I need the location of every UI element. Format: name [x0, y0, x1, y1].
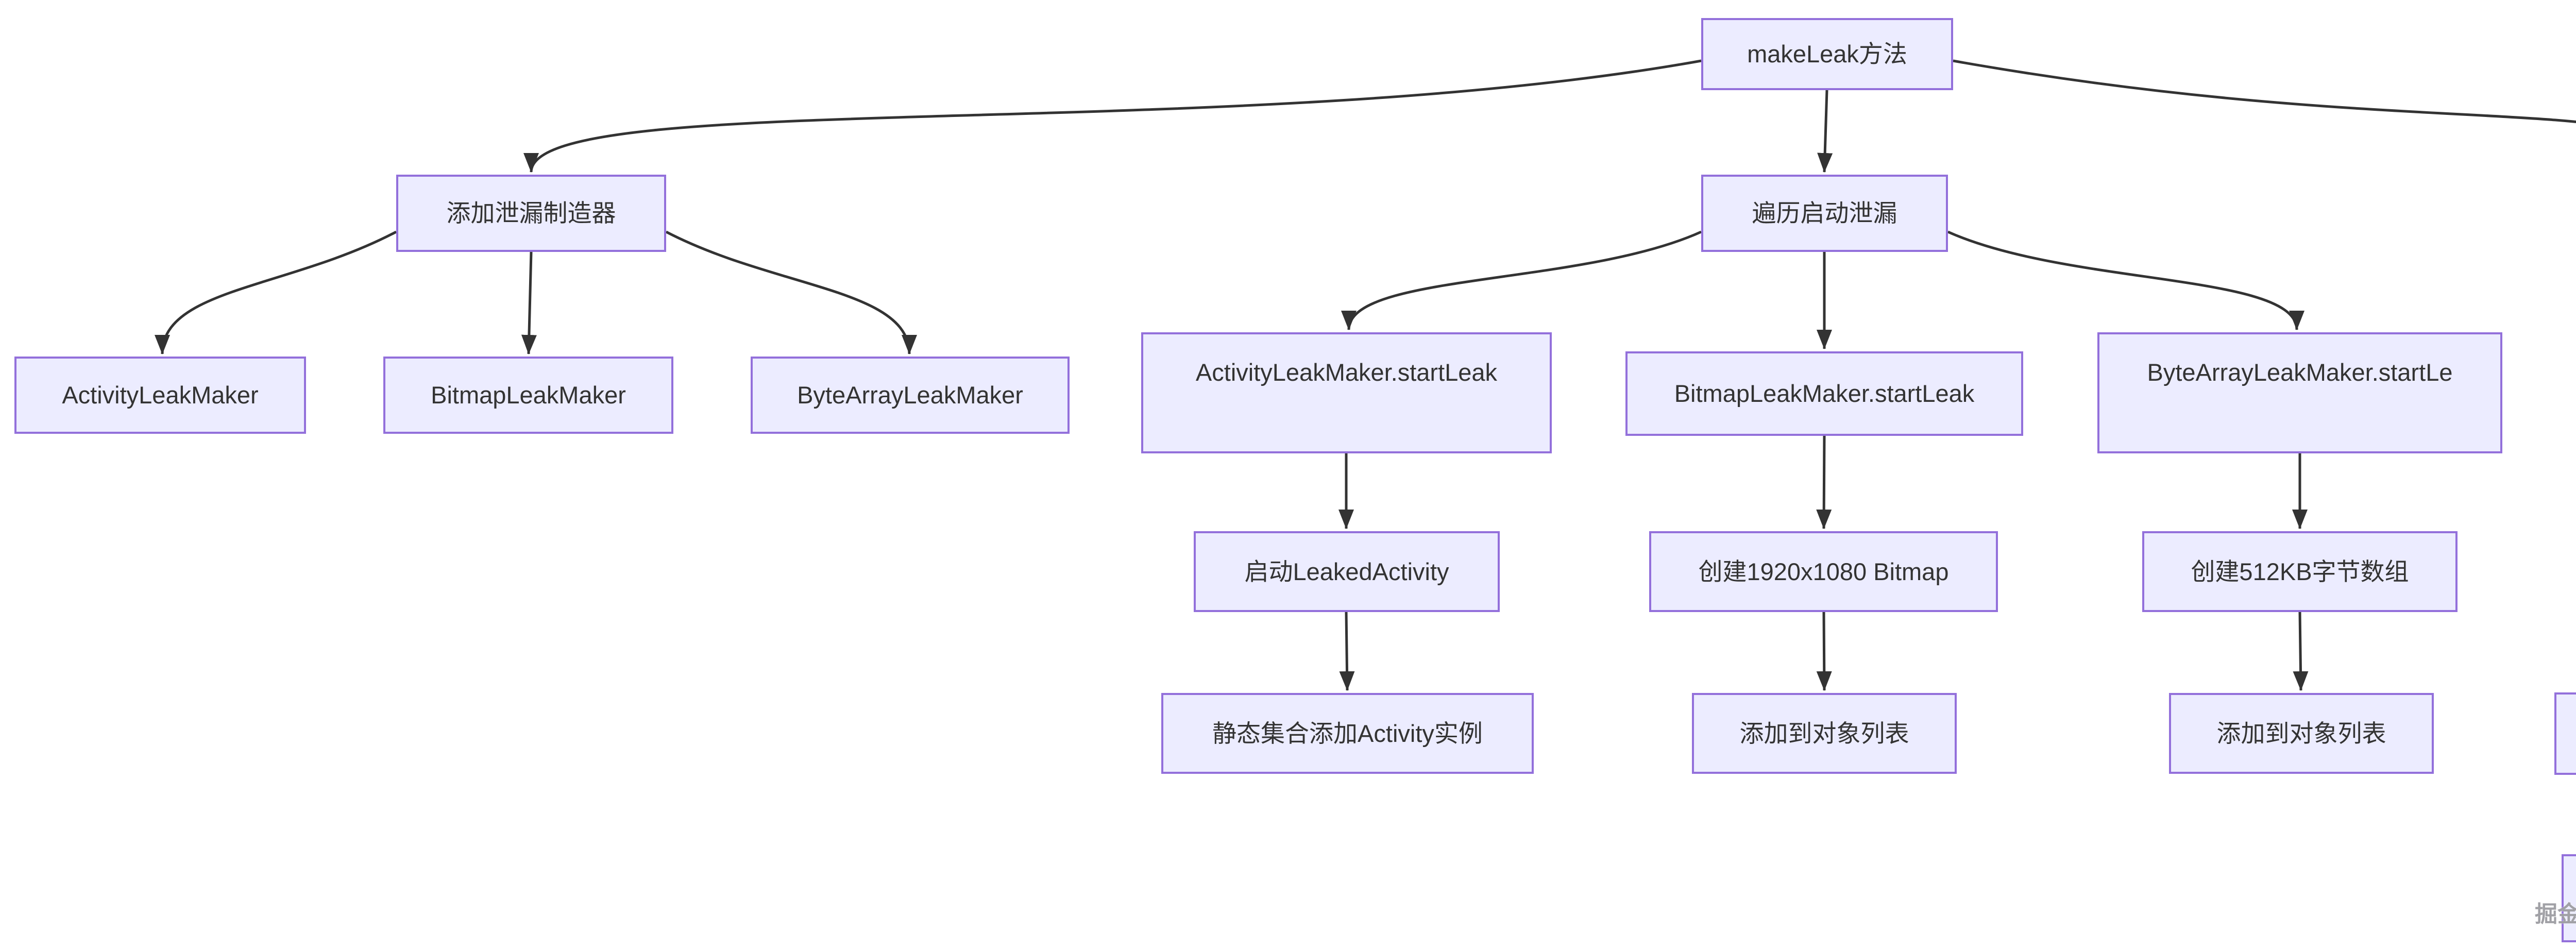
- edge-addmakers-to-bytearrayleakmaker: [665, 230, 917, 354]
- node-blm-start-leak: BitmapLeakMaker.startLeak: [1625, 351, 2023, 436]
- node-activity-leak-maker: ActivityLeakMaker: [14, 357, 306, 434]
- edge-createbytearray-to-addtolist2: [2293, 612, 2309, 691]
- node-label: 启动LeakedActivity: [1244, 557, 1449, 585]
- watermark: 掘金技术社区 @ 鹏程十八少: [2535, 902, 2576, 927]
- edge-addmakers-to-bitmapleakmaker: [521, 251, 537, 354]
- node-label: 创建512KB字节数组: [2191, 557, 2409, 585]
- node-label: BitmapLeakMaker.startLeak: [1674, 380, 1975, 408]
- node-static-collection-add: 静态集合添加Activity实例: [1161, 693, 1534, 774]
- node-label: 添加到对象列表: [1739, 719, 1909, 747]
- node-bitmap-leak-maker: BitmapLeakMaker: [383, 357, 673, 434]
- node-thread-cannot-recycle: 线程无法回收: [2562, 854, 2576, 942]
- node-make-leak: makeLeak方法: [1701, 18, 1953, 90]
- node-create-byte-array: 创建512KB字节数组: [2142, 531, 2458, 612]
- node-label: 静态集合添加Activity实例: [1212, 719, 1483, 747]
- node-label: 添加到对象列表: [2216, 719, 2386, 747]
- node-label: ByteArrayLeakMaker.startLe: [2147, 359, 2453, 386]
- node-balm-start-le: ByteArrayLeakMaker.startLe: [2097, 332, 2502, 453]
- edge-makeleak-to-traverse-start: [1817, 90, 1833, 173]
- edge-startleakedactivity-to-staticcollection: [1339, 612, 1355, 691]
- node-label: ActivityLeakMaker.startLeak: [1195, 359, 1498, 386]
- node-traverse-start: 遍历启动泄漏: [1701, 175, 1948, 252]
- edge-makeleak-to-add-makers: [523, 59, 1702, 173]
- node-add-to-object-list-2: 添加到对象列表: [2169, 693, 2434, 774]
- node-thread-sleep-200: 线程休眠200秒: [2554, 692, 2576, 775]
- node-label: 添加泄漏制造器: [446, 199, 616, 227]
- node-label: BitmapLeakMaker: [431, 381, 626, 409]
- edge-addmakers-to-activityleakmaker: [155, 230, 397, 354]
- node-label: 遍历启动泄漏: [1752, 199, 1897, 227]
- node-alm-start-leak: ActivityLeakMaker.startLeak: [1141, 332, 1552, 453]
- node-add-to-object-list-1: 添加到对象列表: [1692, 693, 1957, 774]
- node-label: ActivityLeakMaker: [62, 381, 259, 409]
- node-bytearray-leak-maker: ByteArrayLeakMaker: [751, 357, 1070, 434]
- node-label: 创建1920x1080 Bitmap: [1698, 557, 1949, 585]
- edge-traverse-to-balm-startle: [1947, 230, 2304, 330]
- node-label: makeLeak方法: [1747, 40, 1907, 68]
- edge-makeleak-to-create-thread: [1953, 59, 2576, 124]
- node-label: ByteArrayLeakMaker: [797, 381, 1023, 409]
- node-create-bitmap: 创建1920x1080 Bitmap: [1649, 531, 1998, 612]
- edge-traverse-to-alm-startleak: [1341, 230, 1702, 330]
- node-add-makers: 添加泄漏制造器: [396, 175, 666, 252]
- node-start-leaked-activity: 启动LeakedActivity: [1194, 531, 1500, 612]
